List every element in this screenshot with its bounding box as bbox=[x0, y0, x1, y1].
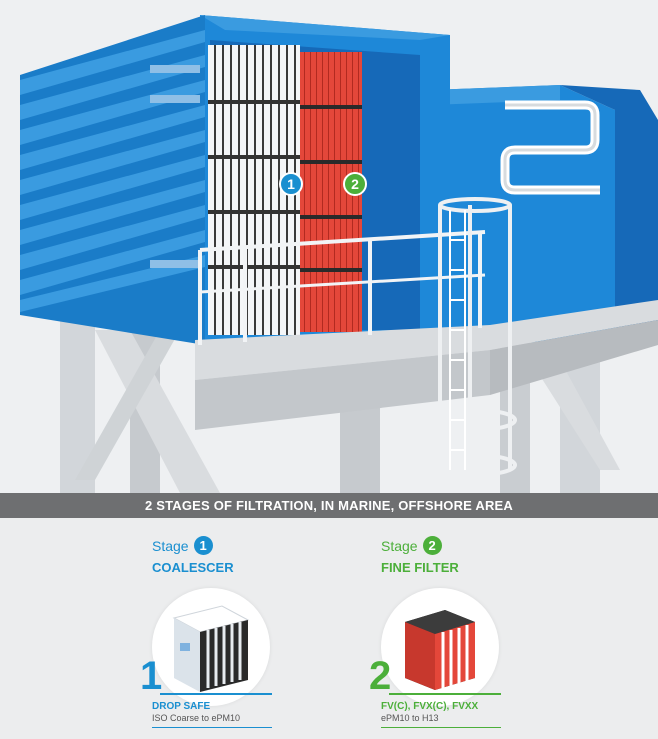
stage-1-badge: 1 bbox=[193, 536, 213, 555]
stage-2-marker-number: 2 bbox=[351, 176, 359, 192]
ladder-cage bbox=[433, 197, 517, 477]
stage-2-badge: 2 bbox=[422, 536, 442, 555]
stage-2-bottom-rule bbox=[381, 727, 501, 728]
stage-2-label: Stage bbox=[381, 537, 418, 554]
stage-1-divider bbox=[160, 693, 272, 695]
service-platform bbox=[195, 230, 658, 430]
stage-1-product-name: DROP SAFE bbox=[152, 701, 211, 712]
stage-1-bottom-rule bbox=[152, 727, 272, 728]
stage-1-title: COALESCER bbox=[152, 560, 234, 575]
stage-1-marker-number: 1 bbox=[287, 176, 295, 192]
stage-2-product-name: FV(C), FVX(C), FVXX bbox=[381, 701, 479, 712]
stage-2-divider bbox=[389, 693, 501, 695]
weather-louvers bbox=[20, 15, 205, 345]
section-banner: 2 STAGES OF FILTRATION, IN MARINE, OFFSH… bbox=[0, 493, 658, 518]
stage-2-marker: 2 bbox=[343, 172, 367, 196]
stage-2-product-image bbox=[381, 588, 499, 706]
stage-1-big-number: 1 bbox=[140, 654, 163, 698]
stage-1-marker: 1 bbox=[279, 172, 303, 196]
stage-1-product-range: ISO Coarse to ePM10 bbox=[152, 713, 241, 723]
duct bbox=[430, 85, 658, 345]
stage-2-title: FINE FILTER bbox=[381, 560, 459, 575]
filter-house-drawing: 1 2 bbox=[20, 15, 658, 493]
filter-house-illustration: 1 2 bbox=[0, 0, 658, 493]
stage-1-product-image bbox=[152, 588, 270, 706]
stage-2-product-range: ePM10 to H13 bbox=[381, 713, 439, 723]
stage-2-big-number: 2 bbox=[369, 654, 392, 698]
ladder bbox=[449, 210, 466, 470]
stage-1-label: Stage bbox=[152, 537, 189, 554]
support-structure bbox=[60, 300, 620, 493]
